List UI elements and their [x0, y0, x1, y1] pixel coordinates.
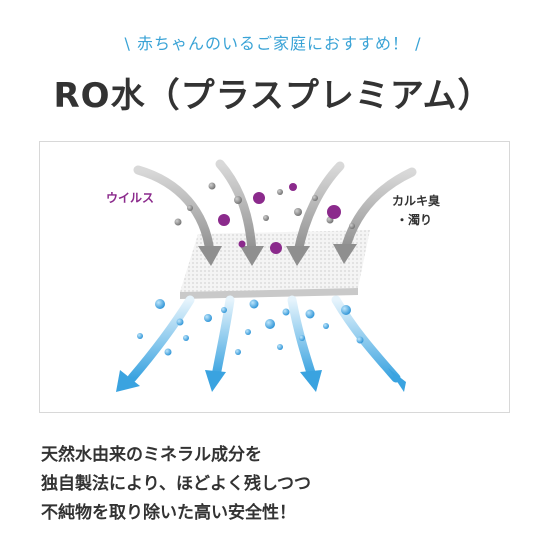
page-title: RO水（プラスプレミアム）	[53, 76, 493, 116]
description-line-1: 天然水由来のミネラル成分を	[41, 445, 262, 465]
outgoing-arrowheads	[116, 368, 406, 392]
label-chlorine-line2: ・濁り	[396, 212, 432, 227]
label-chlorine-line1: カルキ臭	[392, 193, 440, 208]
water-bubbles	[137, 299, 364, 356]
filter-membrane	[180, 230, 370, 299]
description: 天然水由来のミネラル成分を 独自製法により、ほどよく残しつつ 不純物を取り除いた…	[41, 441, 511, 528]
ro-filter-illustration: ウイルス カルキ臭 ・濁り	[39, 141, 510, 413]
description-line-3: 不純物を取り除いた高い安全性！	[41, 503, 296, 523]
description-line-2: 独自製法により、ほどよく残しつつ	[41, 474, 311, 494]
virus-particles	[218, 183, 341, 254]
incoming-arrowheads	[198, 244, 357, 266]
tagline: \ 赤ちゃんのいるご家庭におすすめ！ /	[124, 34, 422, 53]
filter-diagram: ウイルス カルキ臭 ・濁り	[106, 159, 440, 392]
impurity-particles	[174, 182, 355, 229]
outgoing-arrows	[127, 295, 401, 383]
label-virus: ウイルス	[106, 191, 154, 205]
incoming-arrows	[133, 159, 417, 257]
